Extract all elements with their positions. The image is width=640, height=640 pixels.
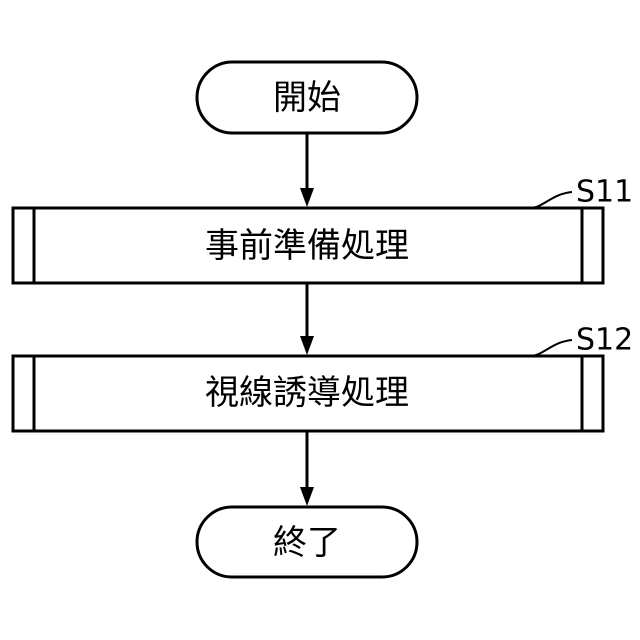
step-id-s12: S12 <box>576 323 633 358</box>
arrow-s12-to-end-head <box>300 487 314 506</box>
start-terminal-label: 開始 <box>273 78 341 118</box>
step-id-leader-s12 <box>532 340 572 356</box>
arrow-s11-to-s12-head <box>300 336 314 355</box>
arrow-s12-to-end <box>300 431 314 506</box>
process-step-s12: 視線誘導処理 S12 <box>13 323 633 432</box>
process-step-s11: 事前準備処理 S11 <box>13 175 633 284</box>
end-terminal-label: 終了 <box>273 523 341 563</box>
arrow-start-to-s11-head <box>300 188 314 207</box>
process-label-s11: 事前準備処理 <box>205 226 409 266</box>
step-id-leader-s11 <box>532 192 572 208</box>
step-id-s11: S11 <box>576 175 633 210</box>
arrow-s11-to-s12 <box>300 283 314 355</box>
process-label-s12: 視線誘導処理 <box>205 373 409 413</box>
start-terminal: 開始 <box>197 62 417 133</box>
end-terminal: 終了 <box>197 507 417 577</box>
arrow-start-to-s11 <box>300 133 314 207</box>
